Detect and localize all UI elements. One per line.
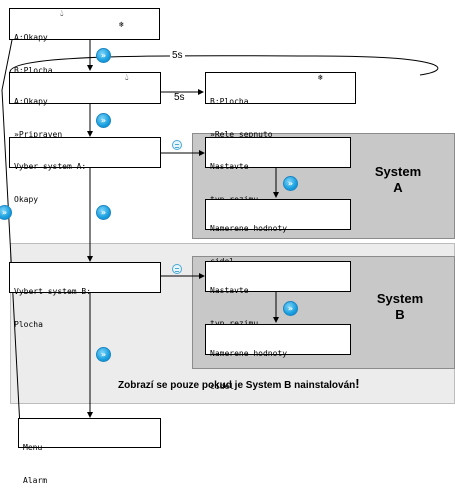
lcd-menu-line1: Menu: [23, 443, 43, 452]
lcd-status-a-line1: A:Okapy: [14, 97, 48, 106]
lcd-select-b-line2: Plocha: [14, 320, 43, 329]
system-b-note-text: Zobrazí se pouze pokud je System B nains…: [118, 380, 356, 391]
lcd-menu: Menu Alarm: [18, 418, 161, 485]
system-b-note: Zobrazí se pouze pokud je System B nains…: [118, 376, 360, 391]
back-button-icon[interactable]: »: [0, 205, 12, 220]
drop-icon: 💧︎: [125, 73, 129, 83]
snowflake-icon: ❄︎: [119, 20, 124, 29]
lcd-status-a-line2: »Pripraven: [14, 130, 63, 139]
system-a-title: System A: [374, 164, 422, 195]
system-b-title: System B: [376, 291, 424, 322]
lcd-system-b-values: Namerene hodnoty cidel: [205, 324, 351, 391]
snowflake-icon: ❄︎: [318, 73, 323, 82]
next-button-icon[interactable]: »: [283, 301, 298, 316]
lcd-select-a: Vyber system A: Okapy: [9, 137, 161, 204]
lcd-system-a-values: Namerene hodnoty cidel: [205, 199, 351, 266]
enter-button-icon[interactable]: [172, 140, 182, 150]
lcd-status-b: B:Plocha »Rele sepnuto: [205, 72, 356, 139]
lcd-system-b-values-line1: Namerene hodnoty: [210, 349, 288, 358]
enter-button-icon[interactable]: [172, 264, 182, 274]
lcd-system-b-mode: Nastavte typ rezimu: [205, 261, 351, 328]
lcd-select-a-line2: Okapy: [14, 195, 39, 204]
lcd-select-b: Vybert system B: Plocha: [9, 262, 161, 329]
lcd-system-a-mode: Nastavte typ rezimu: [205, 137, 351, 204]
lcd-select-a-line1: Vyber system A:: [14, 162, 87, 171]
lcd-system-b-mode-line2: typ rezimu: [210, 318, 346, 329]
lcd-system-a-values-line1: Namerene hodnoty: [210, 224, 288, 233]
lcd-status-b-line1: B:Plocha: [210, 97, 249, 106]
timer-mid-label: 5s: [174, 92, 185, 103]
lcd-status-a: A:Okapy »Pripraven: [9, 72, 161, 139]
lcd-menu-line2: Alarm: [23, 476, 48, 485]
lcd-system-b-mode-line1: Nastavte: [210, 286, 249, 295]
lcd-system-b-values-line2: cidel: [210, 382, 235, 391]
lcd-top: A:Okapy B:Plocha: [9, 8, 160, 75]
next-button-icon[interactable]: »: [96, 113, 111, 128]
next-button-icon[interactable]: »: [96, 48, 111, 63]
next-button-icon[interactable]: »: [96, 205, 111, 220]
lcd-top-line2: B:Plocha: [14, 66, 53, 75]
timer-top-label: 5s: [170, 50, 185, 61]
drop-icon: 💧︎: [60, 9, 64, 19]
lcd-system-a-mode-line1: Nastavte: [210, 162, 249, 171]
lcd-top-line1: A:Okapy: [14, 33, 48, 42]
lcd-status-b-line2: »Rele sepnuto: [210, 130, 273, 139]
lcd-select-b-line1: Vybert system B:: [14, 287, 92, 296]
system-b-note-mark: !: [355, 376, 360, 391]
next-button-icon[interactable]: »: [96, 347, 111, 362]
next-button-icon[interactable]: »: [283, 176, 298, 191]
